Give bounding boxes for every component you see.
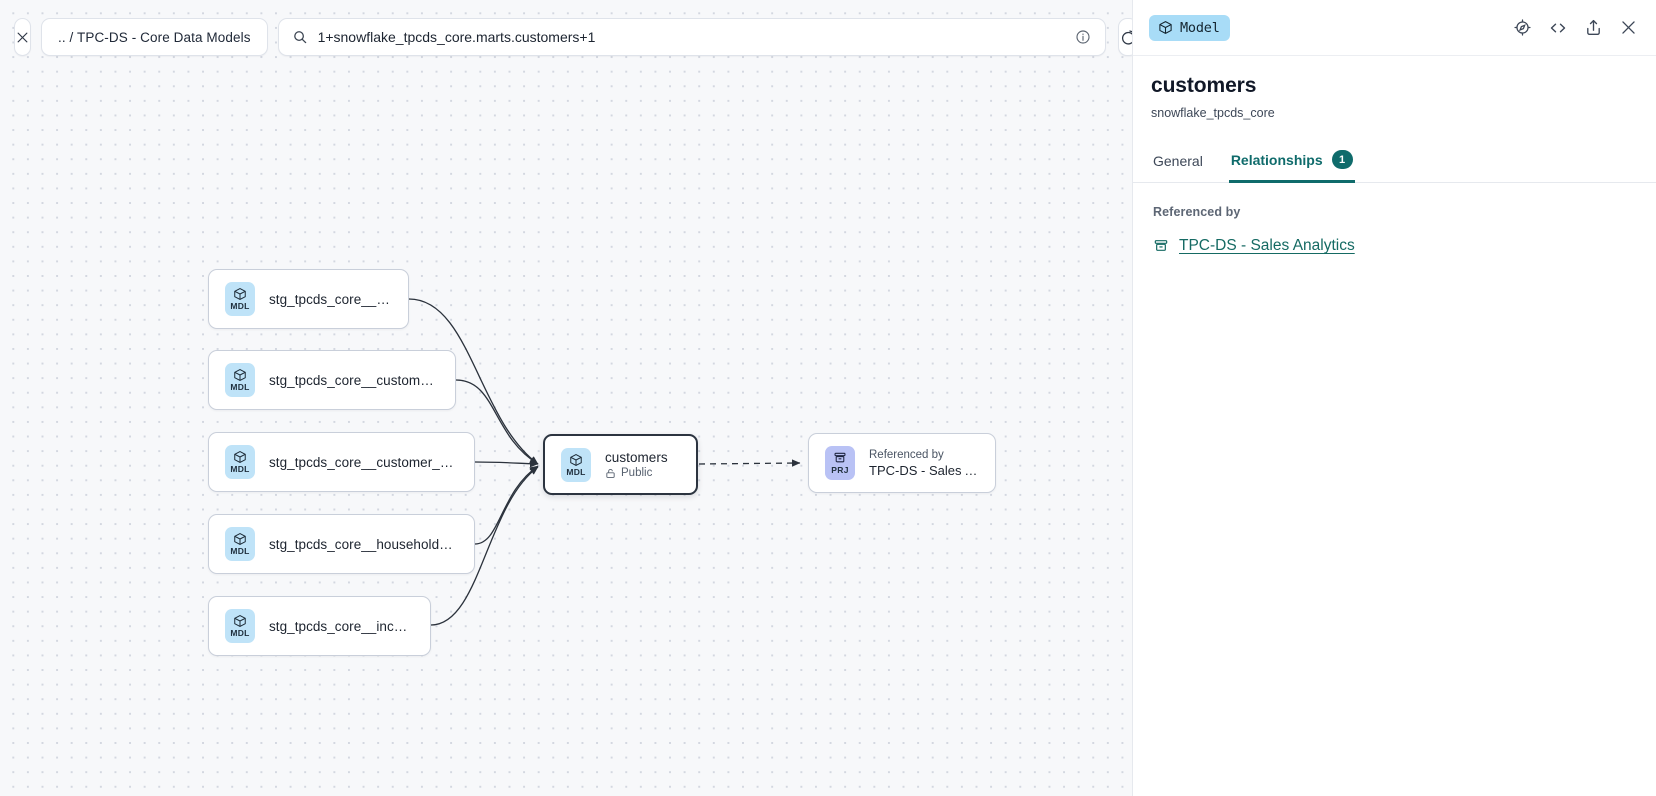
refresh-button[interactable] [1117, 18, 1132, 56]
node-title: stg_tpcds_core__customer [269, 291, 392, 307]
tab-label: General [1153, 153, 1203, 169]
badge-label: PRJ [831, 465, 849, 475]
detail-panel: Model [1132, 0, 1656, 796]
share-icon[interactable] [1584, 18, 1603, 37]
graph-node-referenced-by-project[interactable]: PRJ Referenced by TPC-DS - Sales Analyti… [808, 433, 996, 493]
model-badge: MDL [225, 609, 255, 643]
tab-count-badge: 1 [1331, 150, 1353, 169]
list-item[interactable]: TPC-DS - Sales Analytics [1153, 237, 1638, 255]
graph-toolbar: .. / TPC-DS - Core Data Models 1+snowfla… [0, 0, 1132, 74]
code-icon[interactable] [1548, 18, 1568, 38]
badge-label: MDL [230, 546, 250, 556]
search-icon [292, 29, 308, 45]
cube-icon [1158, 20, 1173, 35]
cube-icon [233, 450, 247, 464]
tab-label: Relationships [1230, 151, 1323, 168]
graph-node-stg-household-demographics[interactable]: MDL stg_tpcds_core__household_demogr… [208, 514, 475, 574]
project-icon [833, 451, 847, 465]
graph-node-stg-income-band[interactable]: MDL stg_tpcds_core__income_band [208, 596, 431, 656]
graph-node-customers-selected[interactable]: MDL customers Public [543, 434, 698, 495]
lock-icon [605, 468, 616, 479]
search-input[interactable]: 1+snowflake_tpcds_core.marts.customers+1 [277, 18, 1106, 56]
graph-edges [408, 298, 801, 626]
close-lineage-button[interactable] [14, 18, 31, 56]
node-kicker: Referenced by [869, 448, 944, 461]
node-visibility: Public [605, 467, 668, 479]
page-subtitle: snowflake_tpcds_core [1151, 106, 1275, 120]
tab-general[interactable]: General [1151, 145, 1205, 183]
node-visibility-label: Public [621, 467, 653, 479]
model-badge: MDL [225, 527, 255, 561]
explore-icon[interactable] [1513, 18, 1532, 37]
relationships-content: Referenced by TPC-DS - Sales Analytics [1133, 183, 1656, 255]
section-label-referenced-by: Referenced by [1153, 205, 1241, 219]
badge-label: MDL [230, 464, 250, 474]
node-title: TPC-DS - Sales Analytics [869, 462, 979, 478]
node-title: stg_tpcds_core__customer_address [269, 372, 439, 388]
detail-panel-title-block: customers snowflake_tpcds_core [1133, 56, 1656, 120]
breadcrumb[interactable]: .. / TPC-DS - Core Data Models [41, 18, 268, 56]
panel-actions [1513, 18, 1638, 38]
cube-icon [233, 287, 247, 301]
info-icon[interactable] [1075, 29, 1091, 45]
type-badge: Model [1149, 14, 1230, 41]
graph-node-stg-customer-demographics[interactable]: MDL stg_tpcds_core__customer_demogra… [208, 432, 475, 492]
model-badge: MDL [225, 282, 255, 316]
badge-label: MDL [566, 466, 586, 477]
project-icon [1153, 238, 1169, 254]
model-badge: MDL [225, 445, 255, 479]
badge-label: MDL [230, 301, 250, 311]
project-badge: PRJ [825, 446, 855, 480]
model-badge: MDL [561, 447, 591, 482]
graph-node-stg-customer-address[interactable]: MDL stg_tpcds_core__customer_address [208, 350, 456, 410]
graph-node-stg-customer[interactable]: MDL stg_tpcds_core__customer [208, 269, 409, 329]
page-title: customers [1151, 74, 1257, 97]
model-badge: MDL [225, 363, 255, 397]
node-title: stg_tpcds_core__income_band [269, 618, 414, 634]
close-icon[interactable] [1619, 18, 1638, 37]
referenced-by-link[interactable]: TPC-DS - Sales Analytics [1179, 237, 1355, 254]
node-title: customers [605, 450, 668, 465]
tab-relationships[interactable]: Relationships 1 [1228, 142, 1355, 183]
node-title: stg_tpcds_core__household_demogr… [269, 536, 458, 552]
search-value: 1+snowflake_tpcds_core.marts.customers+1 [317, 29, 596, 45]
badge-label: MDL [230, 382, 250, 392]
tab-bar: General Relationships 1 [1133, 142, 1656, 183]
close-icon [15, 30, 30, 45]
graph-canvas[interactable]: MDL stg_tpcds_core__customer MDL stg_tpc… [0, 0, 1132, 796]
detail-panel-header: Model [1133, 0, 1656, 56]
cube-icon [233, 532, 247, 546]
cube-icon [569, 453, 583, 467]
refresh-icon [1119, 28, 1132, 46]
cube-icon [233, 614, 247, 628]
cube-icon [233, 368, 247, 382]
badge-label: MDL [230, 628, 250, 638]
node-title: stg_tpcds_core__customer_demogra… [269, 454, 458, 470]
type-badge-label: Model [1180, 19, 1220, 36]
